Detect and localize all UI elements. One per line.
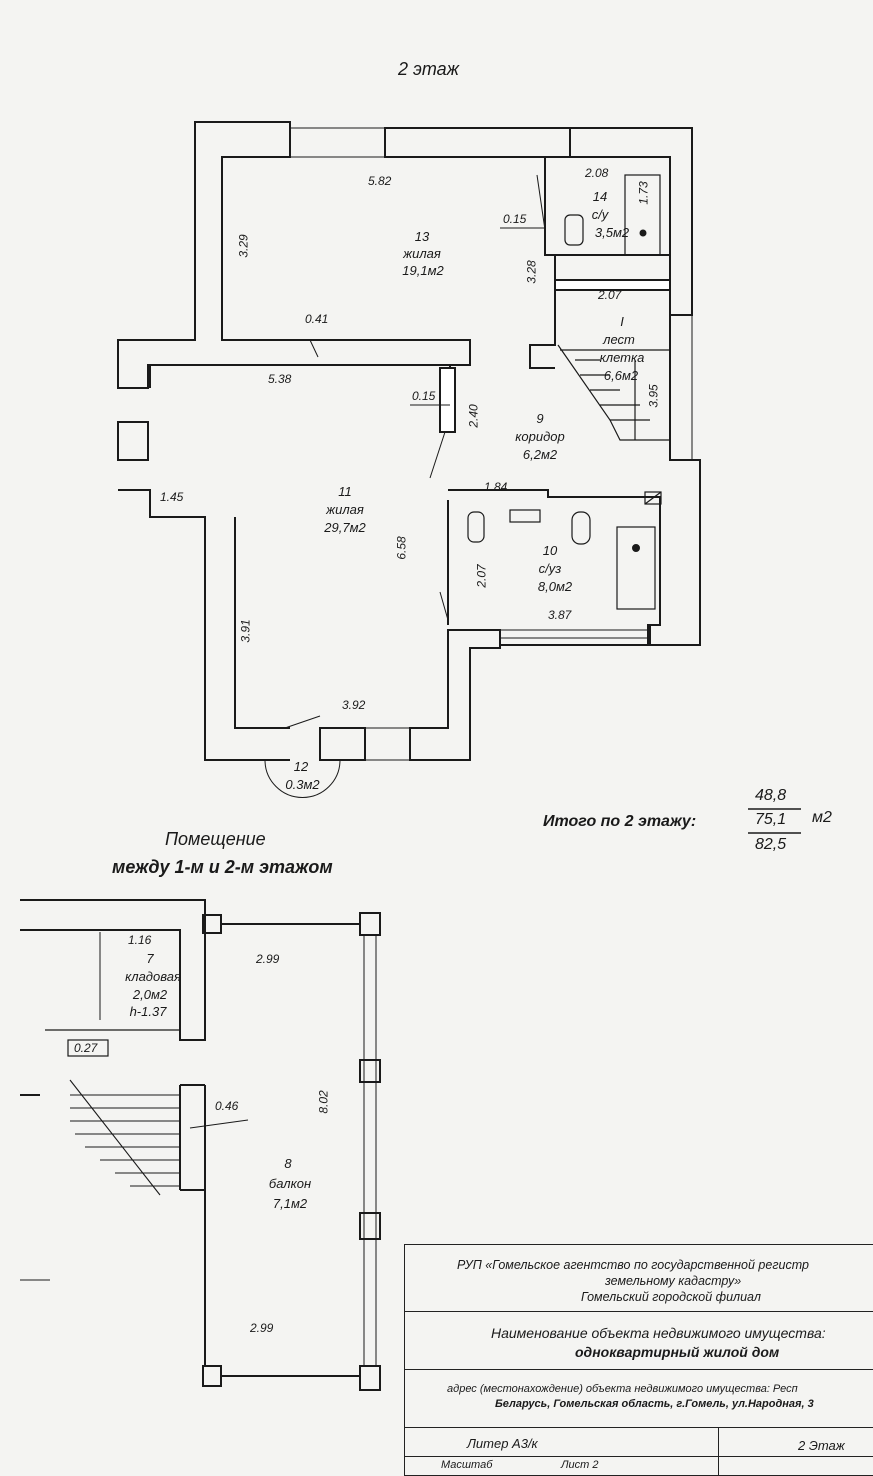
dim-2-99-top: 2.99	[256, 952, 280, 966]
room-8-area: 7,1м2	[272, 1196, 308, 1211]
totals-value-2: 75,1	[755, 811, 787, 828]
dim-8-02: 8.02	[316, 1090, 331, 1114]
stair-area: 6,6м2	[603, 368, 639, 383]
room-7-height: h-1.37	[129, 1004, 167, 1019]
room-8-number: 8	[284, 1156, 292, 1171]
room-13-type: жилая	[403, 246, 441, 261]
dim-0-27: 0.27	[74, 1041, 98, 1055]
room-10-area: 8,0м2	[537, 579, 573, 594]
room-14-area: 3,5м2	[594, 225, 630, 240]
stair-type-line2: клетка	[599, 350, 645, 365]
room-9-number: 9	[536, 411, 544, 426]
dim-2-08: 2.08	[585, 166, 609, 180]
room-12-area: 0.3м2	[285, 777, 320, 792]
room-11-type: жилая	[326, 502, 364, 517]
address-row: адрес (местонахождение) объекта недвижим…	[405, 1369, 873, 1428]
room-14-type: с/у	[591, 207, 609, 222]
dim-3-28: 3.28	[524, 260, 539, 284]
org-line-2: земельному кадастру»	[605, 1274, 742, 1288]
dim-5-38: 5.38	[268, 372, 292, 386]
room-12-number: 12	[293, 759, 309, 774]
title-block: РУП «Гомельское агентство по государстве…	[404, 1244, 873, 1476]
dim-3-29: 3.29	[236, 234, 251, 258]
dim-0-15-mid: 0.15	[412, 389, 436, 403]
dim-0-41: 0.41	[305, 312, 329, 326]
wall-left	[118, 489, 290, 761]
room-8-type: балкон	[268, 1176, 312, 1191]
name-row: Наименование объекта недвижимого имущест…	[405, 1311, 873, 1368]
room-10-type: с/уз	[538, 561, 562, 576]
totals-value-1: 48,8	[755, 787, 787, 804]
room-13-number: 13	[414, 229, 430, 244]
section2-title-line1: Помещение	[165, 829, 266, 849]
name-line-1: Наименование объекта недвижимого имущест…	[491, 1325, 826, 1341]
dim-3-91: 3.91	[238, 619, 253, 643]
room-11-area: 29,7м2	[324, 520, 366, 535]
dim-3-92: 3.92	[342, 698, 366, 712]
totals-unit: м2	[812, 809, 832, 826]
section2-title-line2: между 1-м и 2-м этажом	[112, 857, 333, 877]
org-line-3: Гомельский городской филиал	[581, 1290, 761, 1304]
totals-label: Итого по 2 этажу:	[543, 813, 697, 830]
stair-number: I	[620, 314, 624, 329]
dim-6-58: 6.58	[394, 536, 409, 560]
dim-1-16: 1.16	[128, 933, 152, 947]
dim-1-84: 1.84	[484, 480, 508, 494]
room-10-number: 10	[542, 543, 558, 558]
room-7-area: 2,0м2	[132, 987, 168, 1002]
dim-5-82: 5.82	[368, 174, 392, 188]
scale-cell: Масштаб	[441, 1459, 493, 1471]
dim-2-07-bath: 2.07	[474, 564, 489, 588]
liter-text: Литер А3/к	[467, 1436, 538, 1451]
floor-title: 2 этаж	[398, 59, 460, 79]
room-7-number: 7	[146, 951, 154, 966]
dim-3-87: 3.87	[548, 608, 572, 622]
dim-2-99-bottom: 2.99	[250, 1321, 274, 1335]
dim-0-15-top: 0.15	[503, 212, 527, 226]
room-7-type: кладовая	[125, 969, 181, 984]
dim-1-45: 1.45	[160, 490, 184, 504]
totals-fraction-lines	[748, 808, 801, 834]
totals-value-3: 82,5	[755, 836, 787, 853]
liter-row: Литер А3/к 2 Этаж Масштаб Лист 2	[405, 1427, 873, 1476]
dim-0-46: 0.46	[215, 1099, 239, 1113]
room-13-area: 19,1м2	[402, 263, 444, 278]
stair-type-line1: лест	[603, 332, 635, 347]
dim-1-73: 1.73	[636, 181, 651, 205]
addr-line-1: адрес (местонахождение) объекта недвижим…	[447, 1383, 798, 1395]
room-9-area: 6,2м2	[522, 447, 558, 462]
room-11-number: 11	[338, 484, 352, 499]
org-line-1: РУП «Гомельское агентство по государстве…	[457, 1258, 809, 1272]
room-9-type: коридор	[515, 429, 565, 444]
dim-2-40: 2.40	[466, 404, 481, 428]
addr-line-2: Беларусь, Гомельская область, г.Гомель, …	[495, 1398, 814, 1410]
wall-top-right	[384, 127, 571, 158]
room-14-number: 14	[592, 189, 608, 204]
dim-2-07-stair: 2.07	[598, 288, 622, 302]
floor-cell: 2 Этаж	[798, 1438, 845, 1453]
name-line-2: одноквартирный жилой дом	[575, 1344, 780, 1360]
sheet-cell: Лист 2	[561, 1459, 599, 1471]
dim-3-95: 3.95	[646, 384, 661, 408]
